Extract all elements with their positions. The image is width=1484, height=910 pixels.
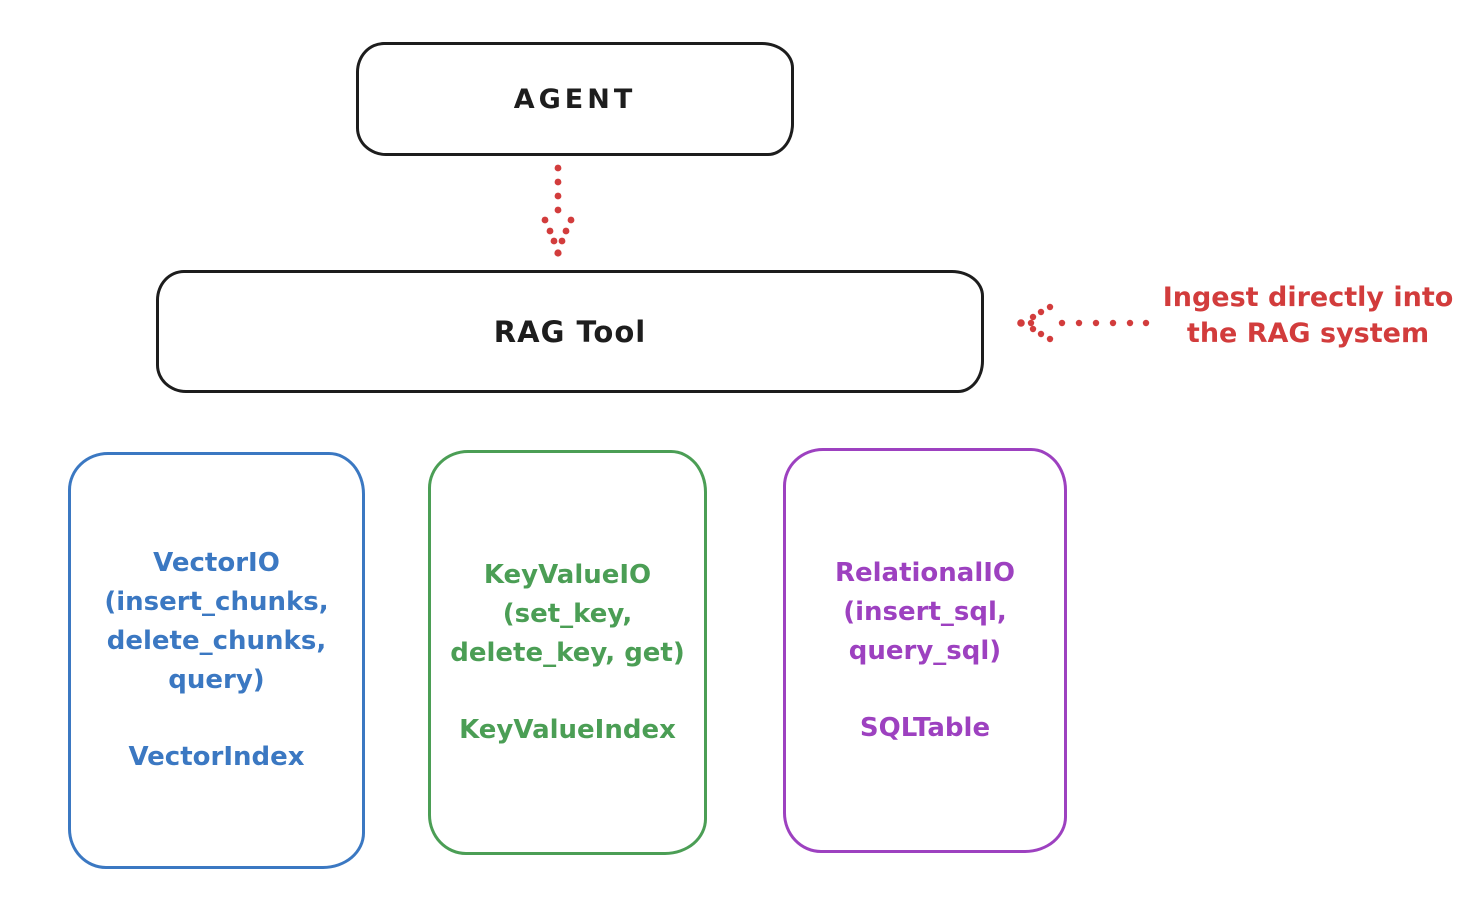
vector-io-label: VectorIO (insert_chunks, delete_chunks, … xyxy=(104,548,329,695)
keyvalue-index-label: KeyValueIndex xyxy=(459,714,676,745)
relational-io-box: RelationalIO (insert_sql, query_sql) SQL… xyxy=(783,448,1067,853)
vector-index-label: VectorIndex xyxy=(128,742,305,772)
agent-to-rag-arrow-icon xyxy=(541,164,575,257)
agent-label: AGENT xyxy=(513,83,637,115)
keyvalue-io-label: KeyValueIO (set_key, delete_key, get) xyxy=(450,559,685,668)
sql-table-label: SQLTable xyxy=(859,712,991,743)
keyvalue-io-box: KeyValueIO (set_key, delete_key, get) Ke… xyxy=(428,450,707,855)
relational-io-label: RelationalIO (insert_sql, query_sql) xyxy=(834,557,1016,666)
ingest-annotation: Ingest directly into the RAG system xyxy=(1162,282,1454,349)
annotation-to-rag-arrow-icon xyxy=(1017,303,1150,343)
vector-io-box: VectorIO (insert_chunks, delete_chunks, … xyxy=(68,452,365,869)
rag-tool-box: RAG Tool xyxy=(156,270,984,393)
agent-box: AGENT xyxy=(356,42,794,156)
rag-tool-label: RAG Tool xyxy=(493,314,647,349)
